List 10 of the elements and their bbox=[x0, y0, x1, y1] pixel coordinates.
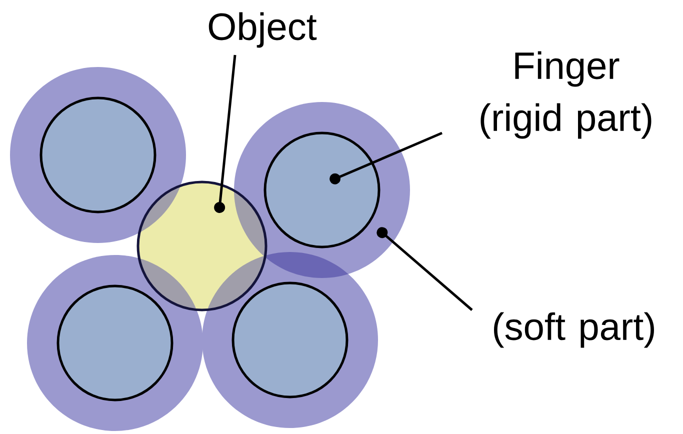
rigid-part-circle bbox=[232, 282, 348, 398]
rigid-part-circle bbox=[264, 132, 380, 248]
rigid-part-circle bbox=[40, 96, 156, 214]
callout-label: Finger (rigid part) bbox=[480, 51, 652, 139]
leader-line bbox=[376, 227, 473, 311]
leader-line bbox=[214, 54, 236, 214]
rigid-part-circle bbox=[56, 284, 174, 402]
leader-line bbox=[330, 132, 442, 184]
callout-label: Object bbox=[208, 12, 317, 48]
callout-label: (soft part) bbox=[494, 312, 654, 348]
